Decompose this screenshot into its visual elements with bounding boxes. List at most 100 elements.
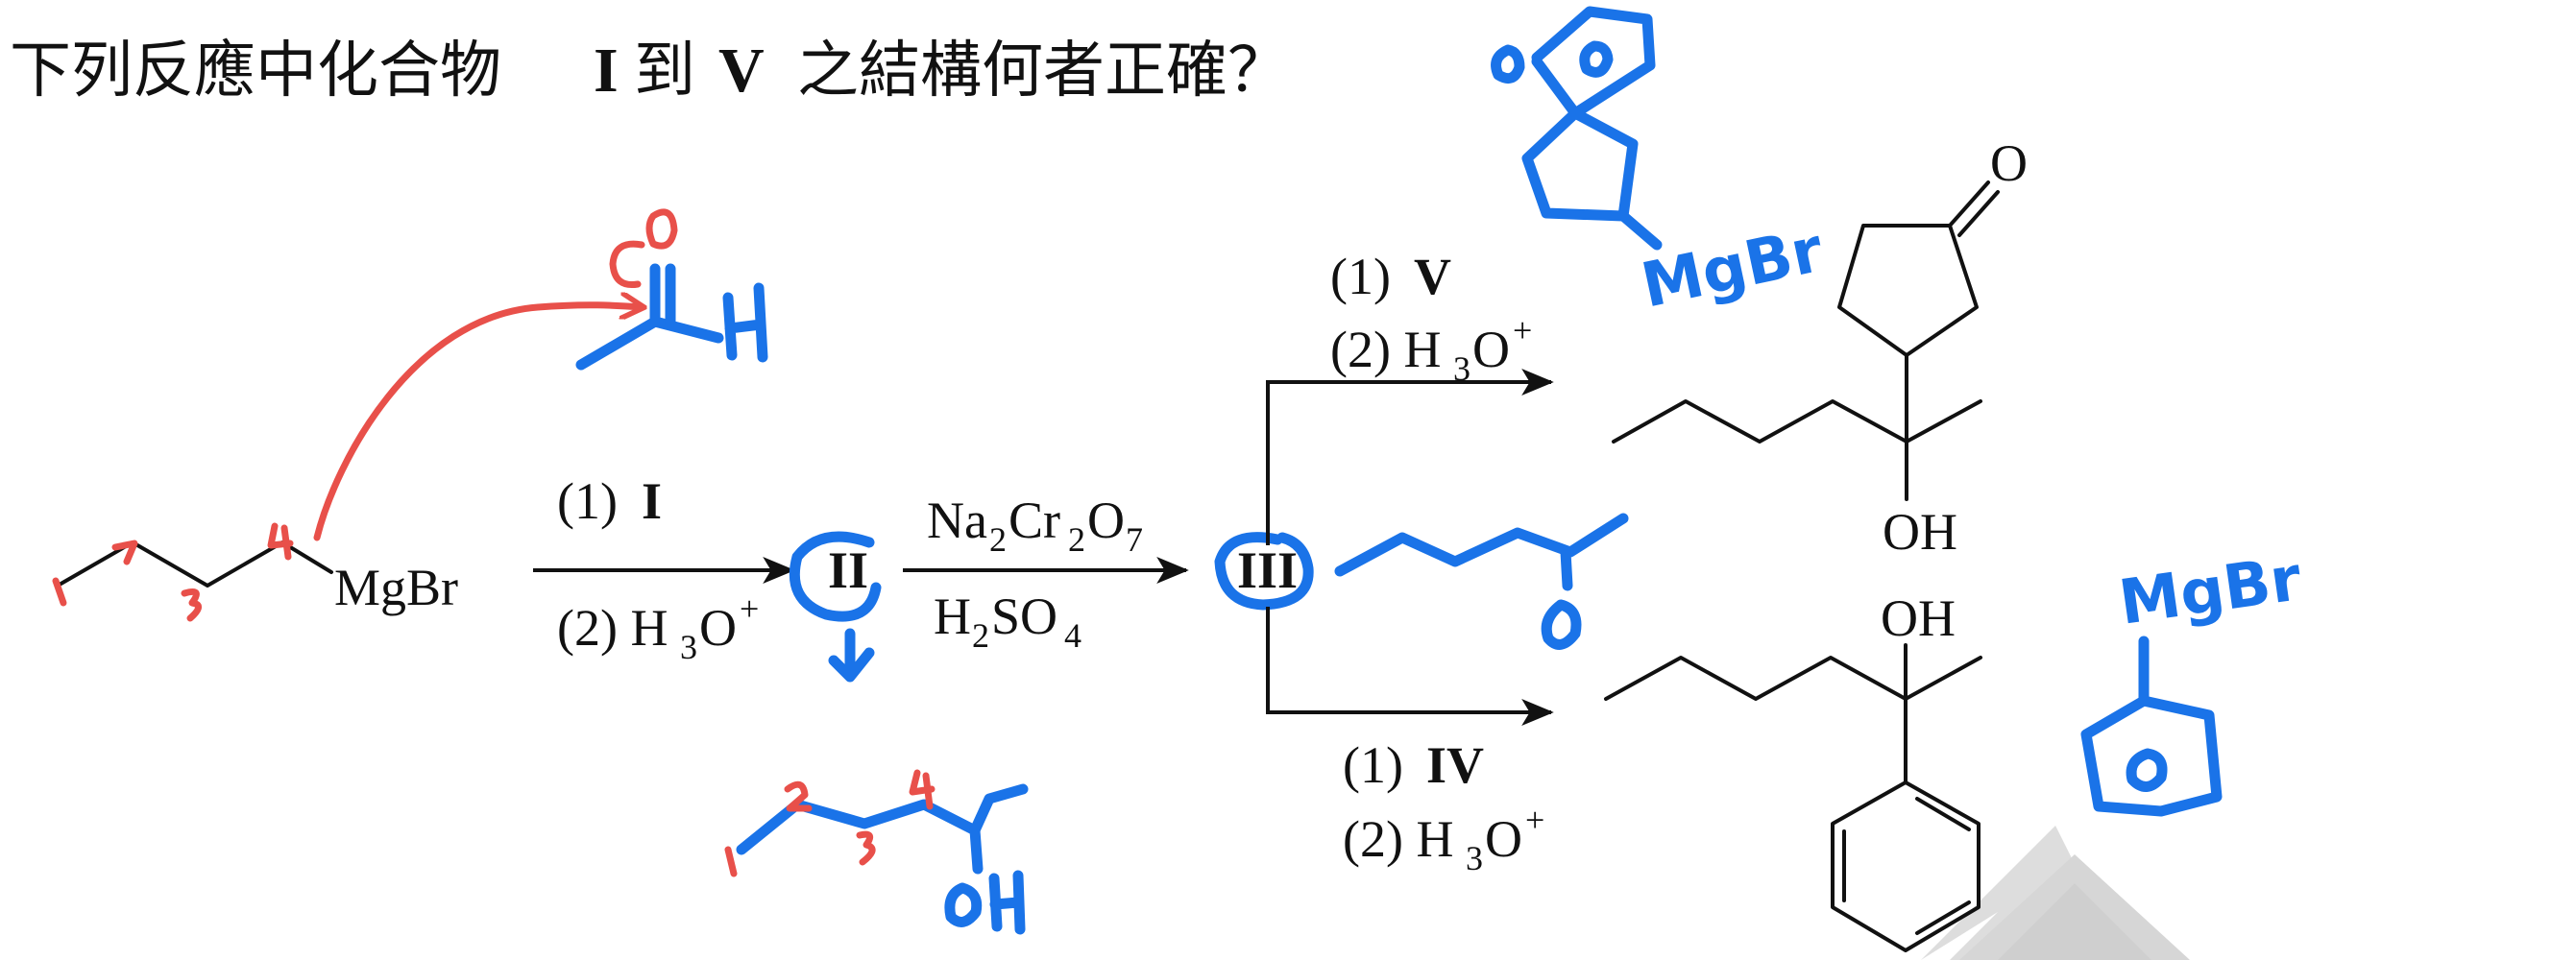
- bottom-oh: OH: [1881, 589, 1956, 647]
- bot-a-num: (1): [1343, 736, 1403, 794]
- question-text-2: 到: [634, 36, 695, 107]
- top-chain: [1612, 399, 1982, 444]
- blue-aldehyde-sketch: [575, 208, 768, 371]
- top-a-num: (1): [1330, 248, 1391, 305]
- arrow-branch-bottom: [1266, 607, 1554, 726]
- top-b-sup: +: [1513, 311, 1532, 349]
- acetal-o2-hand: [1579, 40, 1614, 78]
- alcohol-h-hand: [988, 870, 1026, 935]
- red-num-b4-mark: [909, 769, 936, 810]
- top-reagents: (1) V (2) H 3 O +: [1330, 248, 1532, 388]
- step1-b-sup: +: [740, 589, 759, 628]
- acetal-o1-hand: [1491, 44, 1525, 84]
- ox-cr: Cr: [1009, 492, 1060, 549]
- top-b-num: (2) H: [1330, 321, 1441, 378]
- red-curved-arrow: [313, 305, 642, 541]
- cyclopentanone-ring: [1837, 224, 1979, 357]
- ox-o: O: [1087, 492, 1125, 549]
- bot-b-o: O: [1485, 810, 1522, 868]
- bot-b-sub: 3: [1466, 839, 1483, 877]
- mgbr-bond-top: [1617, 210, 1663, 251]
- red-num-b3-mark: [856, 830, 876, 866]
- question-compound-v: V: [718, 36, 765, 106]
- ketone-bond-2: [1957, 190, 2000, 237]
- red-numbering-alcohol: [724, 769, 936, 877]
- blue-ketone-sketch: [1334, 513, 1629, 650]
- step1-b-o: O: [699, 599, 737, 657]
- blue-circle-iii: [1214, 532, 1314, 611]
- ox-cr-sub: 2: [1068, 520, 1085, 559]
- aldehyde-h-letter: [722, 282, 768, 363]
- step1-a-num: (1): [557, 472, 618, 530]
- question-text-3: 之結構何者正確？: [797, 36, 1289, 107]
- red-o-label: [645, 208, 678, 250]
- product-top: O OH: [1612, 134, 2028, 561]
- blue-acetal-grignard: MgBr: [1491, 6, 1830, 323]
- ketone-o: O: [1990, 134, 2028, 192]
- top-b-o: O: [1472, 321, 1510, 378]
- watermark-chevron: [1959, 854, 2190, 960]
- bot-a-cmpd: IV: [1426, 736, 1484, 794]
- top-a-cmpd: V: [1414, 248, 1451, 305]
- red-num-1-mark: [52, 577, 67, 607]
- mgbr-top-hand: MgBr: [1636, 215, 1830, 323]
- right-ring-o-hand: [2126, 748, 2168, 792]
- starting-material: MgBr: [56, 540, 458, 616]
- alcohol-o-hand: [944, 882, 983, 927]
- aldehyde-carbonyl: [649, 263, 676, 327]
- blue-right-grignard: MgBr: [2080, 543, 2306, 817]
- cyclopentane-ring-hand: [1521, 108, 1639, 222]
- mgbr-right-hand: MgBr: [2115, 543, 2306, 639]
- red-num-4-mark: [267, 522, 294, 561]
- acid-so: SO: [991, 588, 1057, 645]
- red-numbering-start: [52, 522, 294, 622]
- alcohol-chain-hand: [736, 799, 981, 855]
- ox-na: Na: [927, 492, 987, 549]
- ketone-chain: [1334, 513, 1629, 577]
- phenyl-double-3: [1915, 900, 1971, 935]
- blue-down-arrow: [828, 628, 875, 683]
- red-num-3-mark: [181, 588, 202, 622]
- right-ring-hand: [2080, 695, 2223, 817]
- bot-b-num: (2) H: [1343, 810, 1453, 868]
- ketone-carbonyl: [1560, 546, 1573, 591]
- step1-a-cmpd: I: [642, 472, 662, 530]
- alcohol-tail-hand: [969, 783, 1029, 836]
- bottom-reagents: (1) IV (2) H 3 O +: [1343, 736, 1544, 877]
- blue-alcohol-sketch: [736, 783, 1029, 935]
- butyl-chain: [56, 540, 333, 588]
- dioxolane-ring: [1531, 6, 1656, 119]
- top-oh: OH: [1883, 503, 1957, 561]
- compound-ii-label: II: [828, 541, 868, 599]
- question-text-1: 下列反應中化合物: [10, 36, 501, 107]
- compound-iii-label: III: [1237, 541, 1298, 599]
- acid-h-sub: 2: [972, 616, 989, 655]
- step1-reagents: (1) I (2) H 3 O +: [557, 472, 759, 666]
- alcohol-oh-bond: [969, 825, 984, 875]
- step1-b-num: (2) H: [557, 599, 668, 657]
- red-o-mark: [609, 240, 645, 289]
- bot-b-sup: +: [1525, 801, 1544, 839]
- watermark-shape: [1998, 883, 2151, 960]
- acid-so-sub: 4: [1064, 616, 1081, 655]
- step1-b-sub: 3: [680, 628, 697, 666]
- bottom-chain: [1604, 656, 1982, 701]
- phenyl-ring: [1831, 780, 1981, 952]
- acid-h: H: [934, 588, 971, 645]
- ketone-bond-1: [1948, 180, 1990, 228]
- question-compound-i: I: [594, 36, 619, 106]
- ketone-o-hand: [1541, 599, 1582, 650]
- blue-circle-ii: [789, 531, 882, 622]
- question-title: 下列反應中化合物 I 到 V 之結構何者正確？: [10, 36, 1289, 107]
- aldehyde-skeleton: [575, 316, 724, 371]
- ox-na-sub: 2: [989, 520, 1007, 559]
- phenyl-double-2: [1915, 797, 1971, 831]
- oxidation-reagents: Na 2 Cr 2 O 7 H 2 SO 4: [927, 492, 1143, 655]
- red-num-b2-mark: [784, 780, 813, 812]
- start-mgbr-label: MgBr: [334, 559, 458, 616]
- red-num-2-mark: [111, 540, 138, 565]
- product-bottom: OH: [1604, 589, 1982, 952]
- top-b-sub: 3: [1453, 349, 1470, 388]
- arrow-branch-top: [1266, 369, 1554, 545]
